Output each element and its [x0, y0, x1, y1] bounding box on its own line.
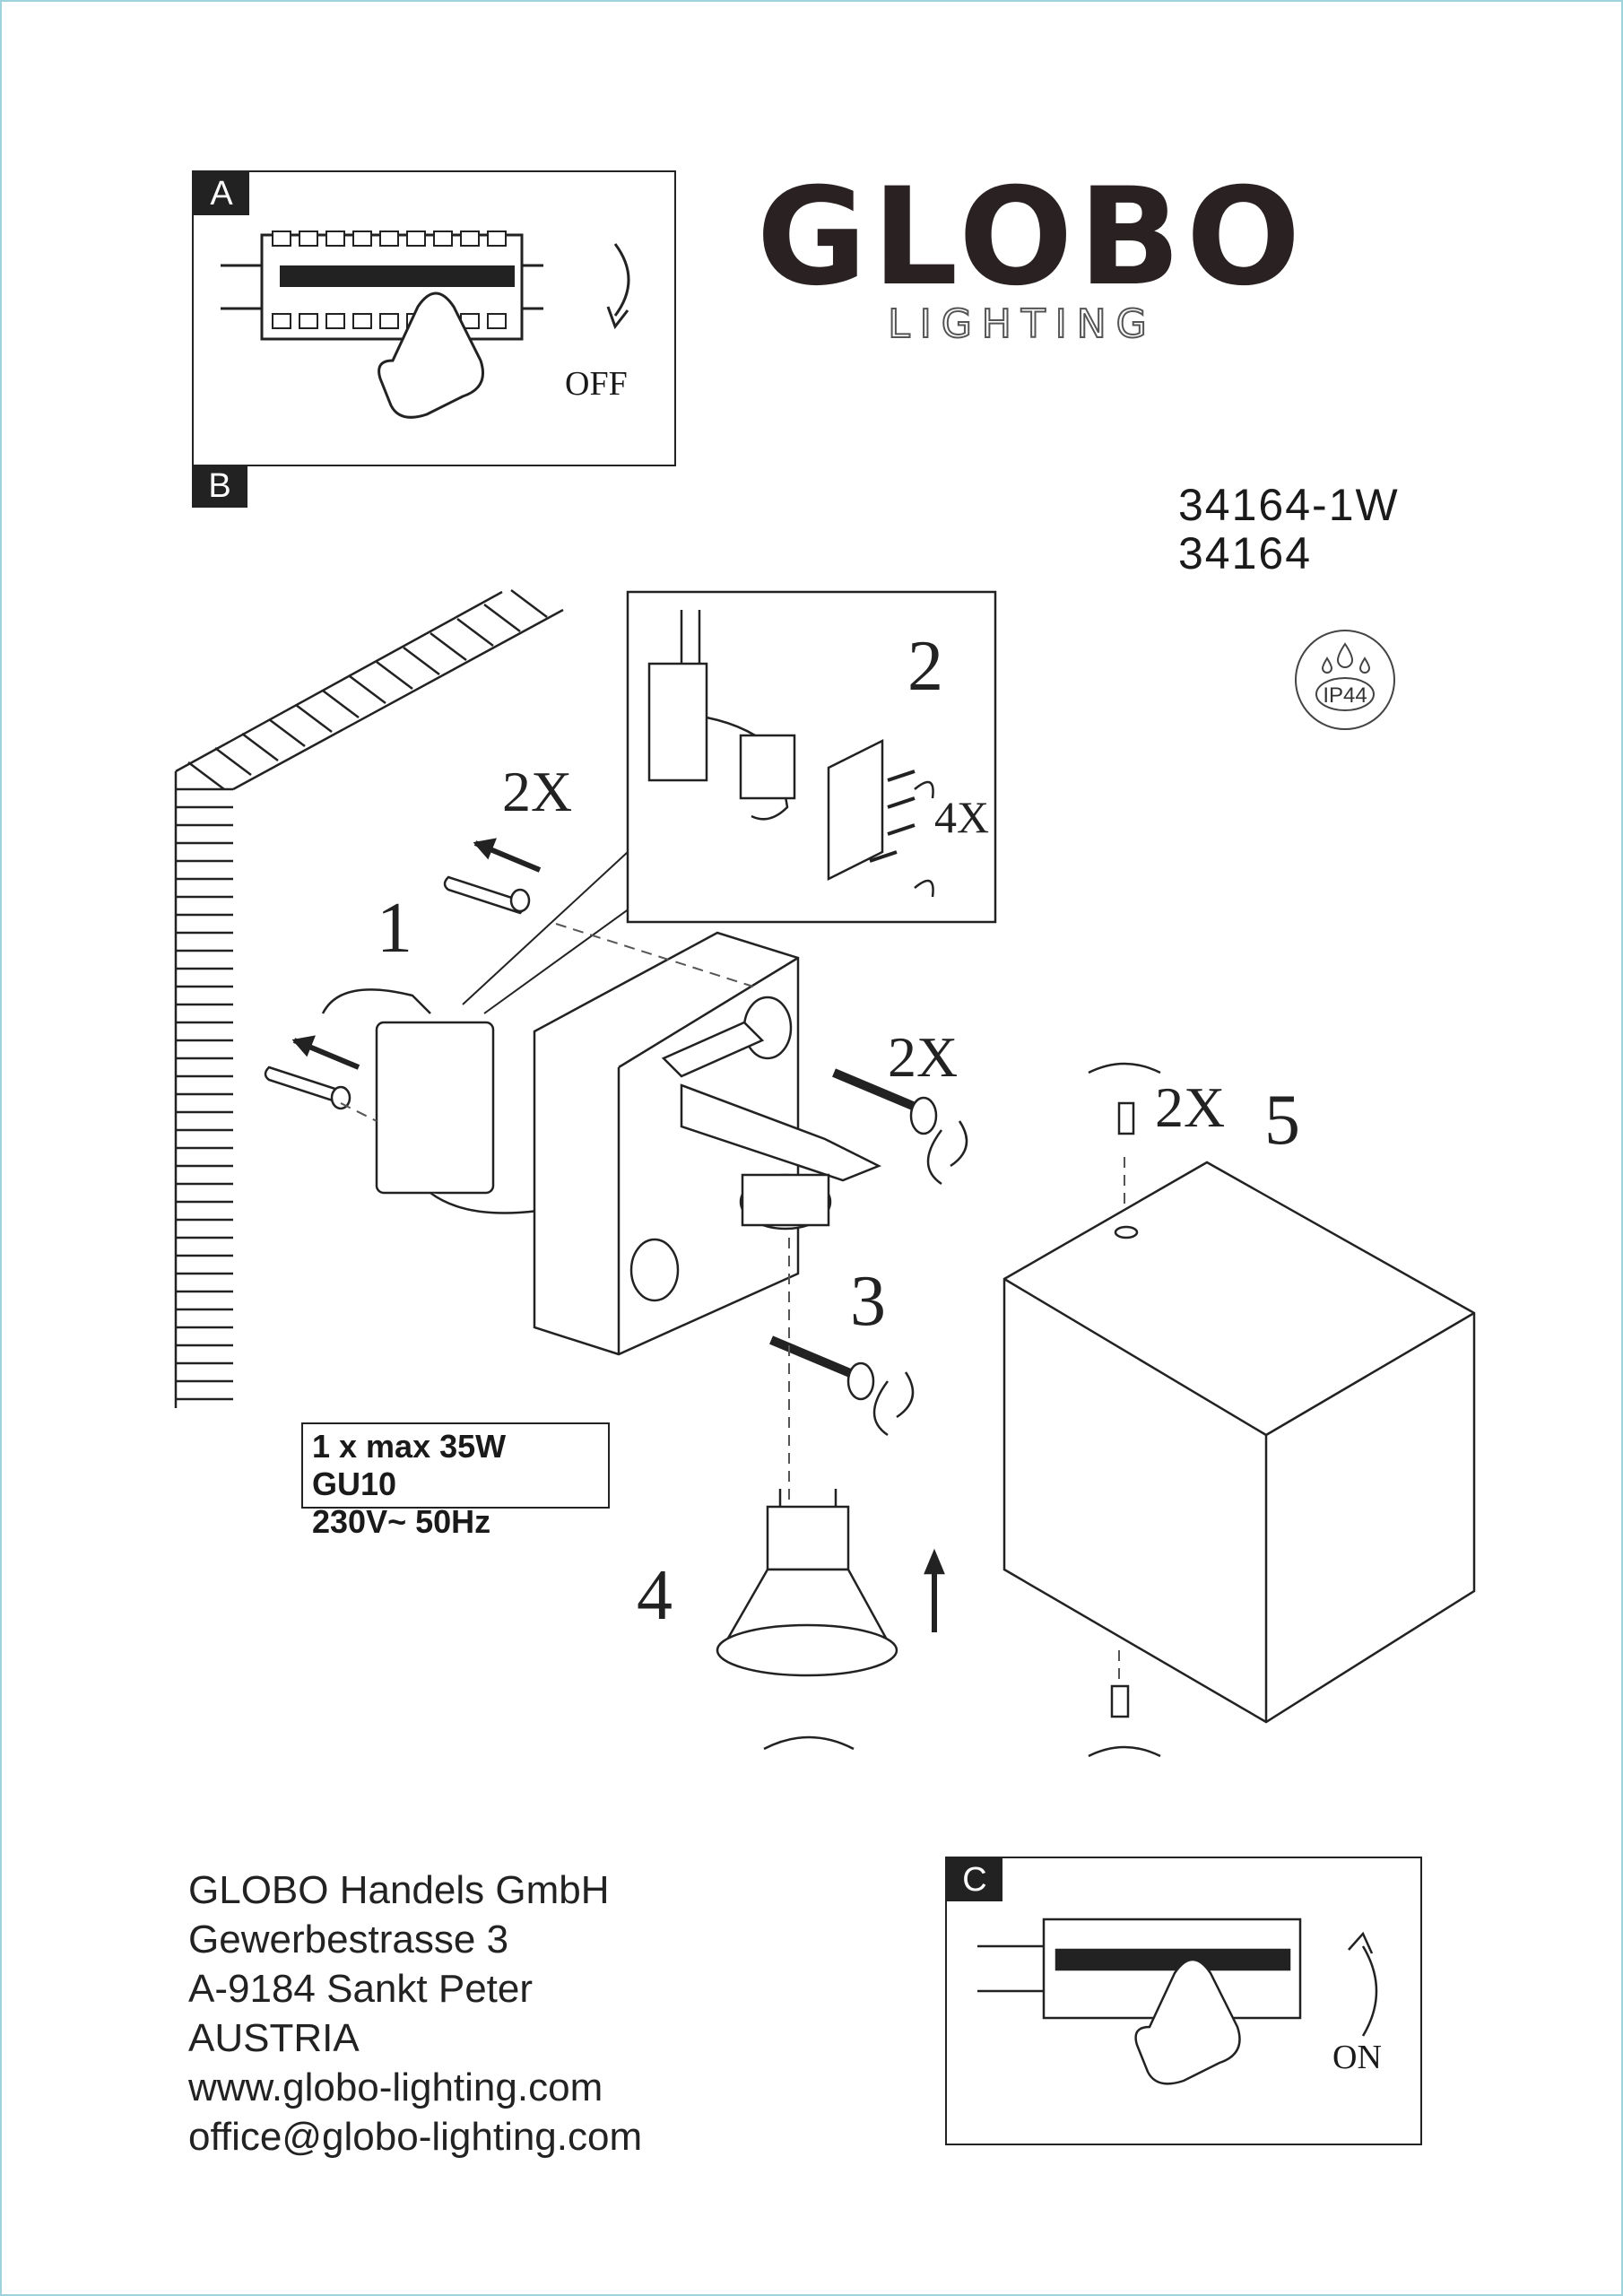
company-address: GLOBO Handels GmbH Gewerbestrasse 3 A-91… [188, 1866, 642, 2161]
callout-lines [462, 851, 647, 1014]
detail-screws-quantity: 4X [934, 792, 990, 842]
model-number-1: 34164-1W [1178, 480, 1400, 530]
spec-line-2: 230V~ 50Hz [312, 1503, 491, 1540]
cube-cover [1002, 1062, 1476, 1758]
panel-a-switch-off: A OFF [192, 170, 676, 466]
dashed-guides [340, 923, 1125, 1686]
brand-name: GLOBO [756, 160, 1306, 316]
panel-a-tag: A [194, 172, 249, 215]
breaker-on-illustration [977, 1918, 1378, 2085]
wall-plugs-quantity: 2X [502, 760, 573, 823]
brand-tagline: LIGHTING [887, 300, 1157, 348]
email-link[interactable]: office@globo-lighting.com [188, 2115, 643, 2159]
step-4-number: 4 [637, 1556, 673, 1635]
company-name: GLOBO Handels GmbH [188, 1868, 610, 1912]
mounting-bracket [533, 931, 882, 1356]
brand-logo: GLOBO LIGHTING [717, 160, 1345, 348]
step-1-number: 1 [377, 889, 412, 968]
lamp-spec-box: 1 x max 35W GU10 230V~ 50Hz [301, 1422, 610, 1540]
on-label: ON [1332, 2039, 1382, 2076]
screws [769, 1068, 968, 1437]
website-link[interactable]: www.globo-lighting.com [188, 2066, 603, 2109]
ip44-label: IP44 [1323, 683, 1367, 708]
mount-screws-quantity: 2X [888, 1025, 959, 1089]
bulb [716, 1489, 945, 1751]
panel-c-tag: C [947, 1858, 1002, 1901]
top-screw-quantity: 2X [1155, 1075, 1226, 1139]
panel-b-tag: B [192, 465, 247, 508]
step-2-number: 2 [907, 627, 943, 706]
off-label: OFF [565, 365, 628, 403]
spec-line-1: 1 x max 35W GU10 [312, 1428, 507, 1502]
ip44-badge: IP44 [1293, 628, 1397, 732]
wall-hatching [174, 589, 564, 1408]
model-number-2: 34164 [1178, 528, 1313, 578]
panel-c-switch-on: C ON [945, 1857, 1422, 2145]
city: A-9184 Sankt Peter [188, 1967, 534, 2011]
detail-inset [626, 590, 997, 924]
breaker-off-illustration [221, 230, 630, 419]
wall-plugs [264, 838, 542, 1110]
street: Gewerbestrasse 3 [188, 1918, 509, 1961]
country: AUSTRIA [188, 2016, 360, 2060]
step-5-number: 5 [1264, 1081, 1300, 1160]
junction-box [321, 988, 539, 1214]
step-3-number: 3 [850, 1262, 886, 1341]
